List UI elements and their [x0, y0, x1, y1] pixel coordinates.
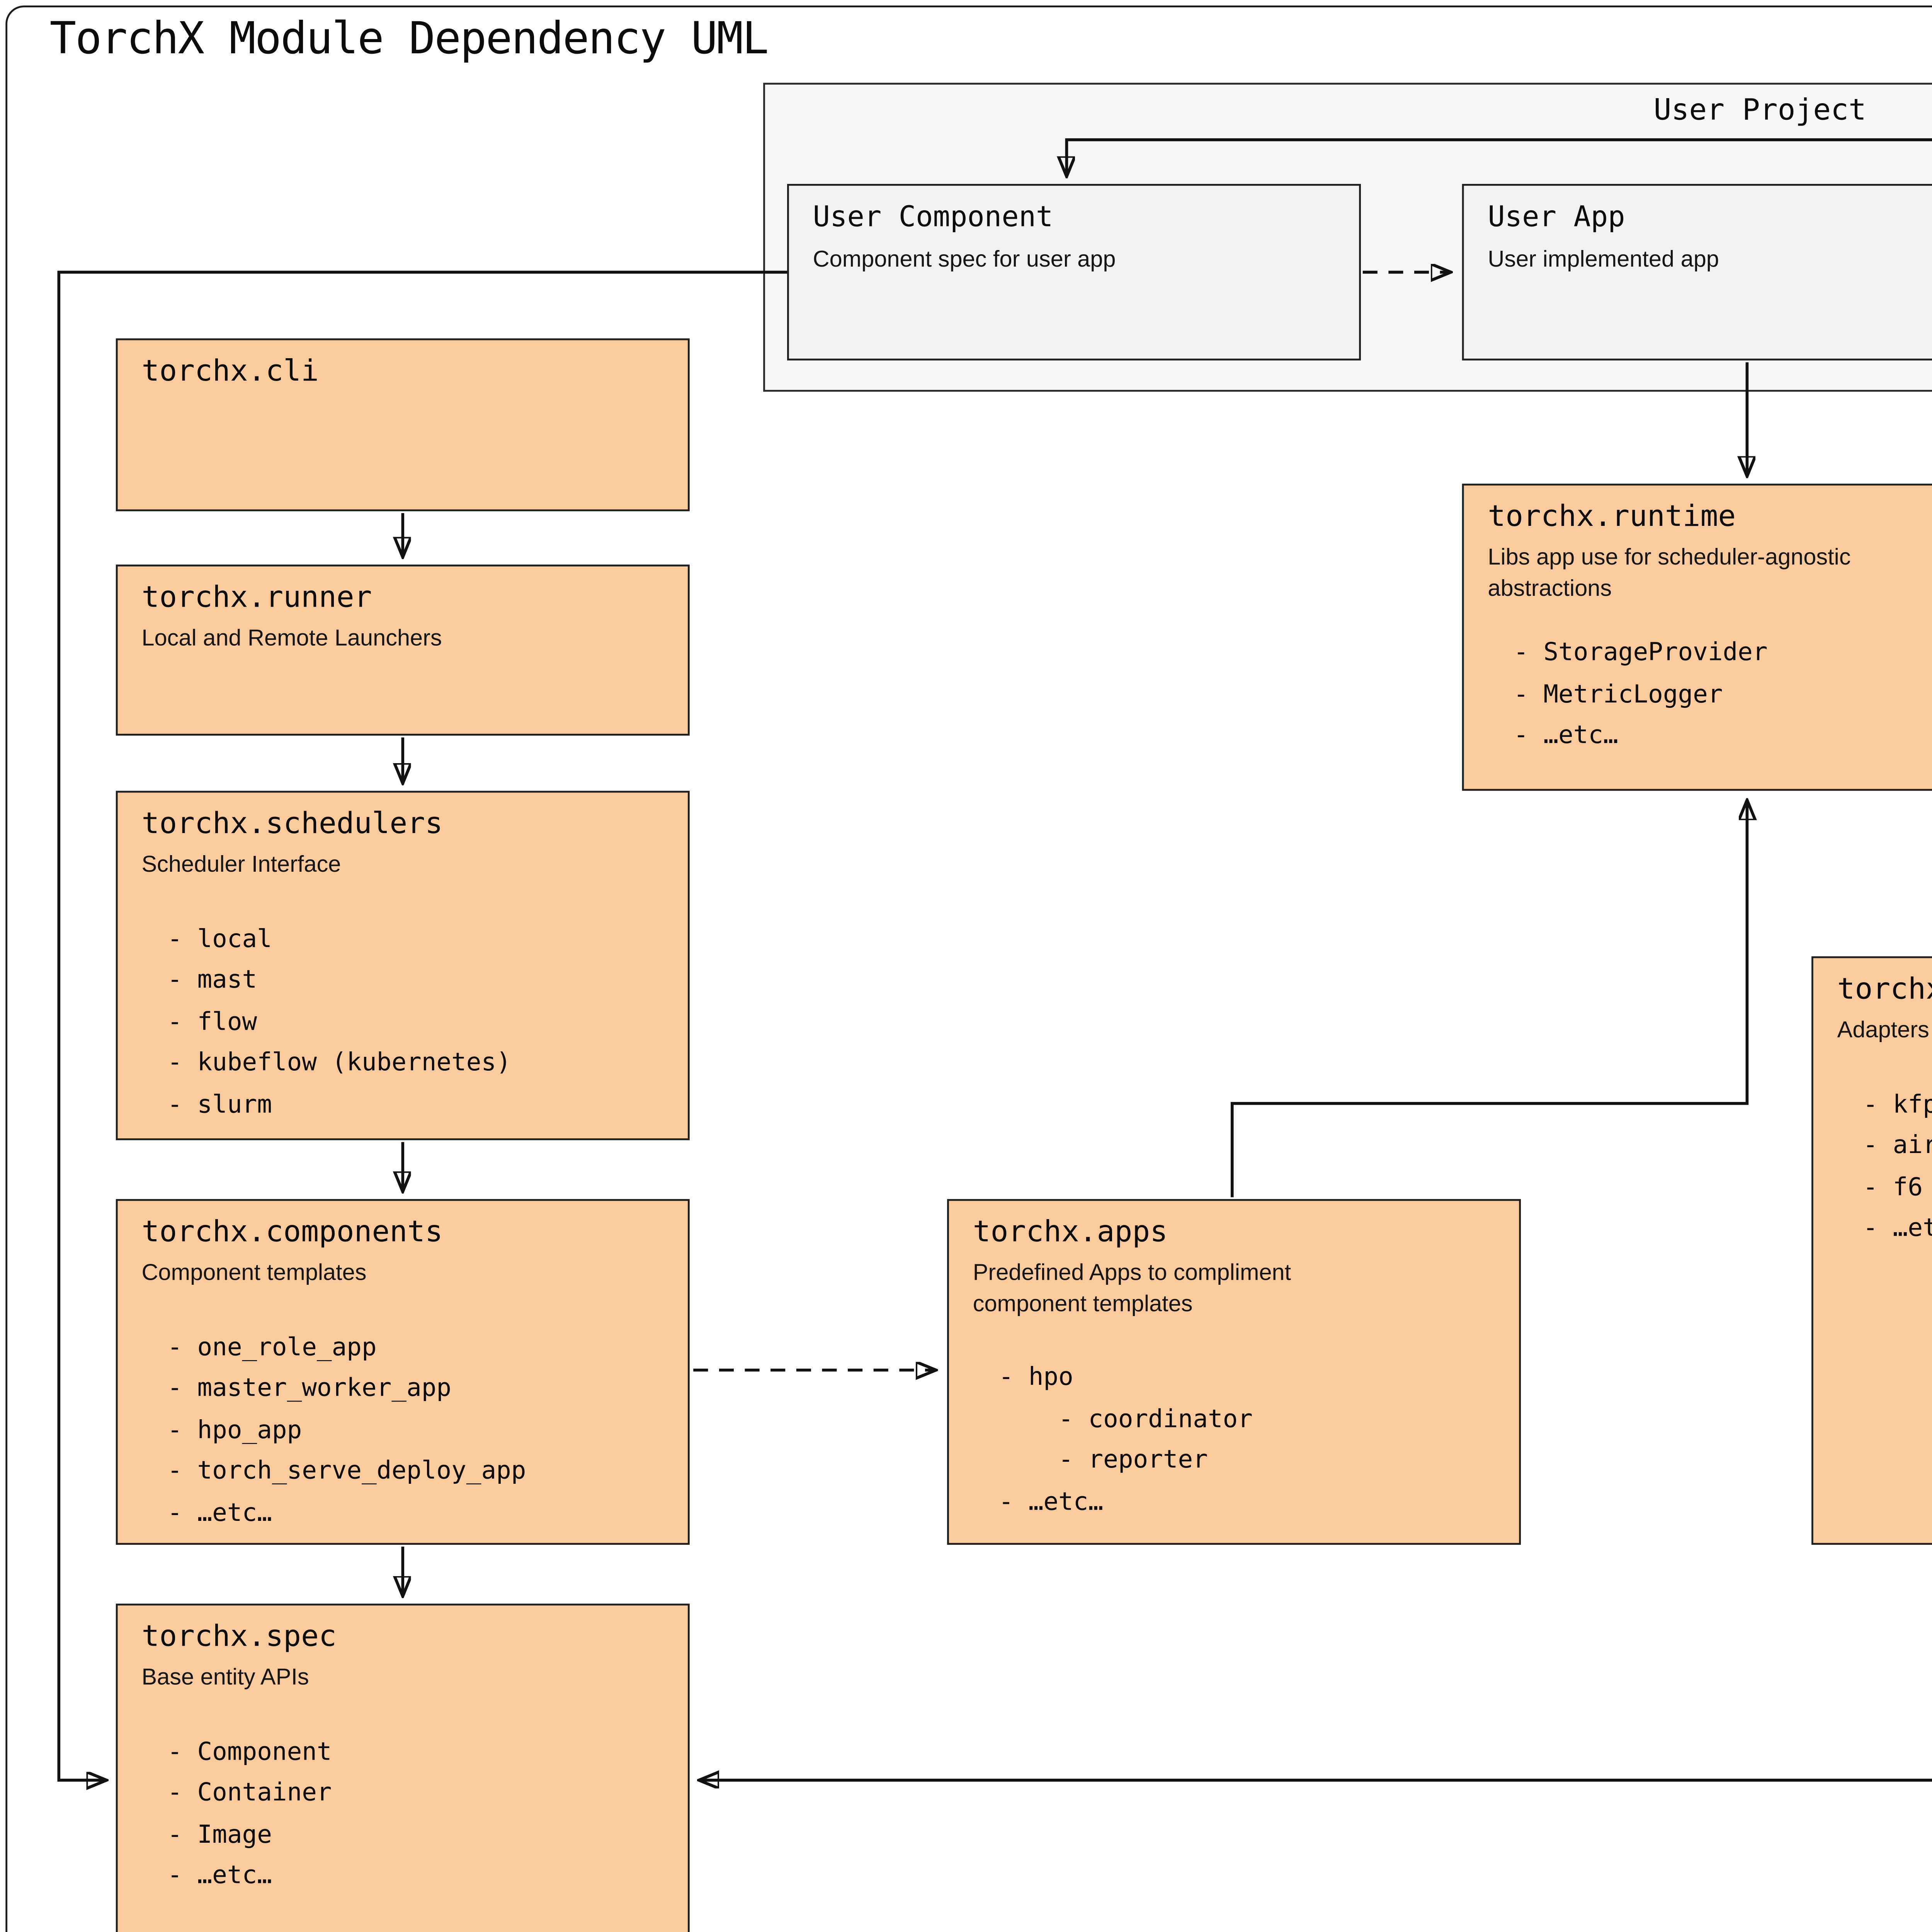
module-torchx-components: torchx.components Component templates - …	[116, 1199, 690, 1545]
box-user-component: User Component Component spec for user a…	[787, 184, 1361, 361]
module-item-list: - local - mast - flow - kubeflow (kubern…	[118, 918, 688, 1125]
list-item: - torch_serve_deploy_app	[167, 1456, 526, 1486]
list-item: - …etc…	[1863, 1214, 1932, 1243]
list-item: - reporter	[998, 1445, 1208, 1475]
module-torchx-cli: torchx.cli	[116, 338, 690, 512]
module-desc: Predefined Apps to compliment component …	[973, 1260, 1291, 1316]
list-item: - Container	[167, 1778, 332, 1808]
list-item: - StorageProvider	[1513, 638, 1768, 668]
list-item: - f6	[1863, 1172, 1923, 1202]
list-item: - Image	[167, 1820, 272, 1849]
box-title: User Component	[813, 200, 1053, 234]
arrow-apps-to-runtime	[1230, 802, 1747, 1197]
module-torchx-runtime: torchx.runtime Libs app use for schedule…	[1462, 483, 1932, 791]
module-item-list: - kfp - airflow - f6 - …etc…	[1813, 1084, 1932, 1250]
box-desc: Component spec for user app	[813, 246, 1116, 272]
list-item: - local	[167, 924, 272, 954]
list-item: - slurm	[167, 1089, 272, 1119]
list-item: - airflow	[1863, 1131, 1932, 1161]
module-desc: Scheduler Interface	[141, 851, 341, 878]
module-title: torchx.cli	[141, 353, 319, 388]
list-item: - coordinator	[998, 1404, 1253, 1434]
list-item: - MetricLogger	[1513, 679, 1723, 709]
module-title: torchx.pipelines	[1837, 971, 1932, 1006]
box-user-app: User App User implemented app	[1462, 184, 1932, 361]
module-title: torchx.spec	[141, 1618, 337, 1653]
module-item-list: - one_role_app - master_worker_app - hpo…	[118, 1327, 688, 1534]
module-torchx-apps: torchx.apps Predefined Apps to complimen…	[947, 1199, 1521, 1545]
module-torchx-pipelines: torchx.pipelines Adapters to Pipeline Pl…	[1811, 956, 1932, 1545]
module-torchx-schedulers: torchx.schedulers Scheduler Interface - …	[116, 791, 690, 1140]
arrow-pipelines-to-spec	[701, 1547, 1932, 1780]
list-item: - master_worker_app	[167, 1374, 452, 1403]
module-desc: Libs app use for scheduler-agnostic abst…	[1488, 544, 1851, 600]
module-desc: Component templates	[141, 1260, 367, 1286]
module-torchx-spec: torchx.spec Base entity APIs - Component…	[116, 1604, 690, 1932]
list-item: - …etc…	[167, 1498, 272, 1527]
module-item-list: - Component - Container - Image - …etc…	[118, 1731, 688, 1897]
module-title: torchx.runtime	[1488, 498, 1736, 534]
list-item: - one_role_app	[167, 1332, 377, 1362]
module-title: torchx.components	[141, 1214, 443, 1249]
list-item: - …etc…	[1513, 721, 1618, 750]
list-item: - Component	[167, 1737, 332, 1767]
box-title: User App	[1488, 200, 1625, 234]
module-item-list: - StorageProvider - MetricLogger - …etc…	[1464, 633, 1932, 757]
list-item: - kubeflow (kubernetes)	[167, 1048, 511, 1078]
module-item-list: - hpo - coordinator - reporter - …etc…	[949, 1357, 1519, 1522]
module-title: torchx.runner	[141, 579, 372, 614]
module-desc: Adapters to Pipeline Platforms	[1837, 1017, 1932, 1043]
list-item: - kfp	[1863, 1089, 1932, 1119]
module-title: torchx.schedulers	[141, 805, 443, 841]
user-project-label: User Project	[1653, 92, 1866, 127]
list-item: - …etc…	[998, 1486, 1104, 1517]
list-item: - hpo	[998, 1362, 1073, 1392]
box-desc: User implemented app	[1488, 246, 1719, 272]
module-desc: Local and Remote Launchers	[141, 625, 442, 651]
list-item: - …etc…	[167, 1861, 272, 1891]
list-item: - flow	[167, 1007, 257, 1036]
page-title: TorchX Module Dependency UML	[49, 13, 769, 65]
module-torchx-runner: torchx.runner Local and Remote Launchers	[116, 565, 690, 736]
module-title: torchx.apps	[973, 1214, 1168, 1249]
module-desc: Base entity APIs	[141, 1664, 309, 1690]
list-item: - mast	[167, 965, 257, 995]
list-item: - hpo_app	[167, 1415, 302, 1445]
